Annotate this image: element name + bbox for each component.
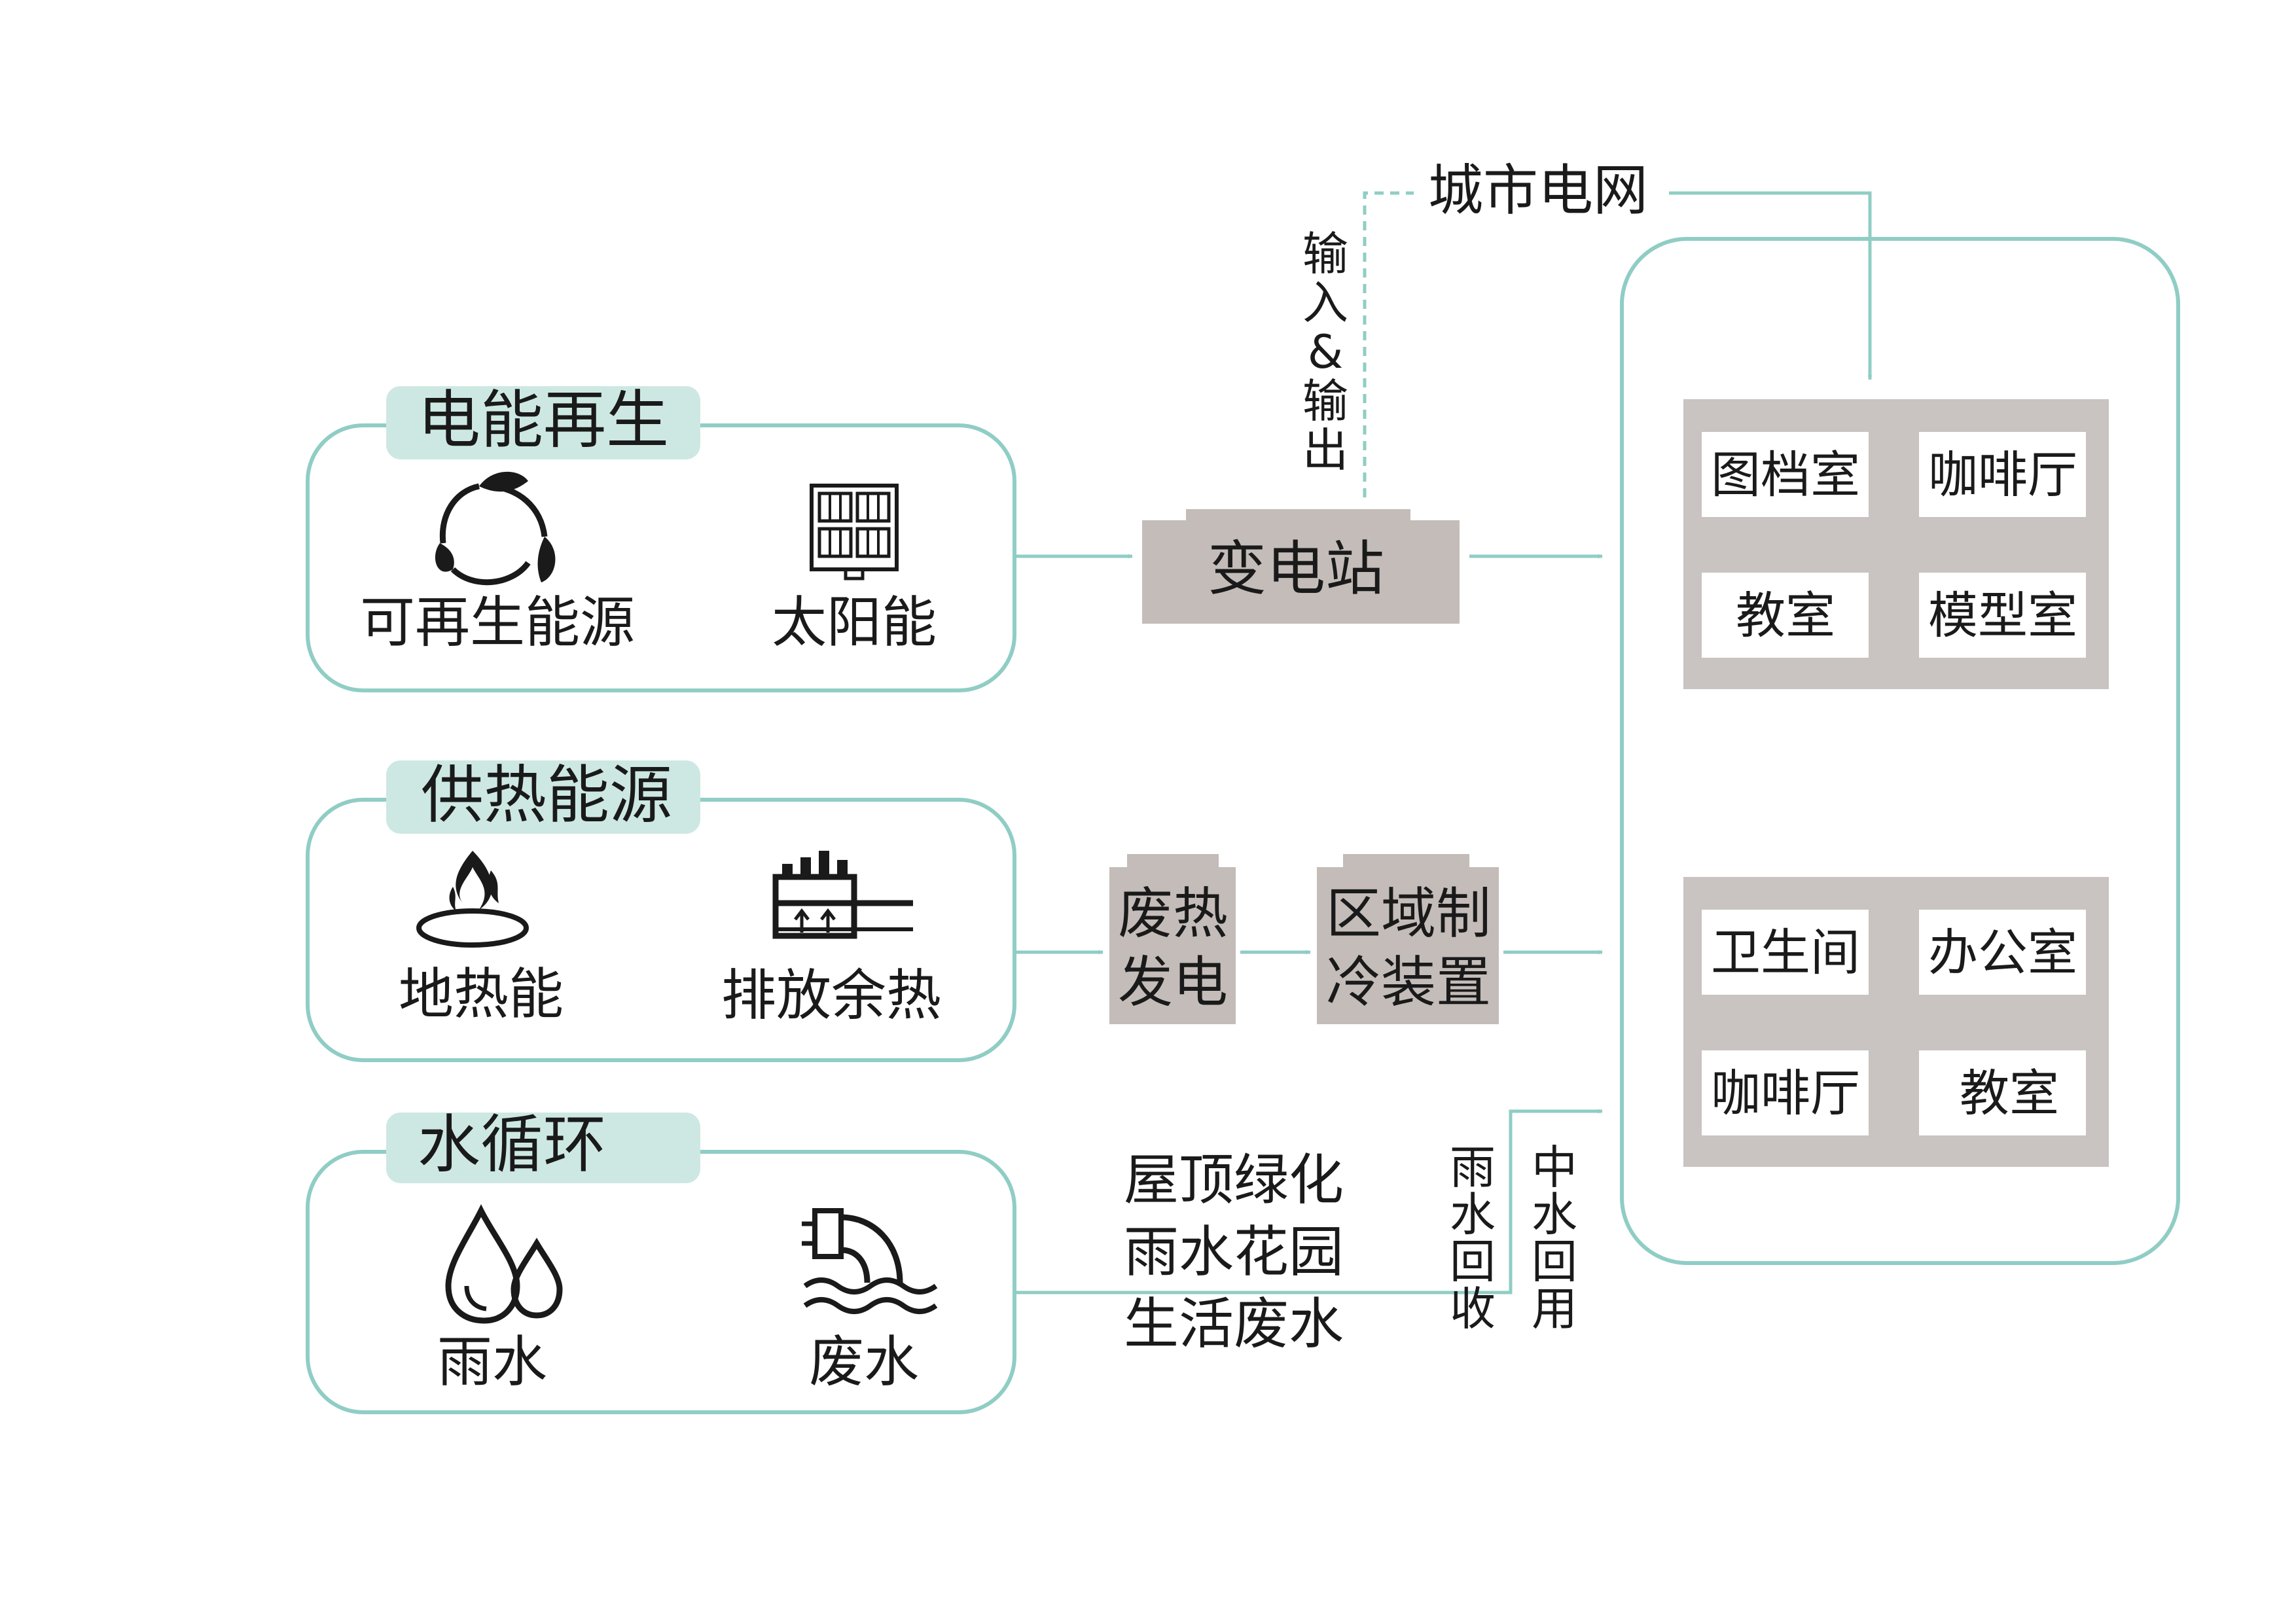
upper-room-panel: 图档室 咖啡厅 教室 模型室 [1683,399,2109,689]
city-grid-label: 城市电网 [1428,158,1648,223]
room-label: 图档室 [1711,446,1860,504]
io-char: 输 [1302,374,1348,428]
reclaimed-water-char: 水 [1532,1188,1577,1241]
building-frame [1620,237,2180,1265]
item-label: 地热能 [399,962,564,1026]
section-electric: 电能再生 可再生能源 太阳能 [306,383,1016,692]
section-title: 供热能源 [421,758,672,832]
io-char: & [1308,325,1344,379]
room-label: 教室 [1736,586,1835,645]
section-water: 水循环 雨水 废水 [306,1108,1016,1414]
section-title: 电能再生 [418,383,669,457]
section-heat: 供热能源 地热能 排放余热 [306,758,1016,1062]
room-label: 模型室 [1928,586,2077,645]
rain-recovery-char: 收 [1450,1282,1496,1336]
water-use-item: 生活废水 [1124,1292,1344,1356]
reclaimed-water-char: 回 [1532,1235,1577,1289]
rain-recovery-label: 雨 水 回 收 [1450,1141,1496,1336]
room-cell [1919,432,2086,517]
room-label: 卫生间 [1711,923,1860,982]
io-char: 入 [1302,276,1348,330]
geothermal-flame-icon [416,851,529,948]
district-cooling-box: 区域制 冷装置 [1317,854,1499,1024]
room-cell [1702,1050,1869,1135]
lower-room-panel: 卫生间 办公室 咖啡厅 教室 [1683,877,2109,1167]
item-label: 排放余热 [721,963,941,1027]
reclaimed-water-label: 中 水 回 用 [1532,1141,1577,1336]
item-label: 废水 [809,1330,919,1394]
city-grid-connection: 城市电网 输 入 & 输 出 [1302,158,1873,497]
district-cooling-label: 冷装置 [1326,950,1491,1014]
wastewater-pipe-icon [802,1208,938,1314]
room-cell [1919,910,2086,995]
io-char: 出 [1302,423,1348,477]
water-to-building-arrow [1016,1109,1603,1294]
room-label: 咖啡厅 [1928,446,2077,504]
recycle-leaves-icon [435,471,556,586]
reclaimed-water-char: 用 [1532,1282,1577,1336]
rain-recovery-char: 回 [1450,1235,1496,1289]
water-use-item: 屋顶绿化 [1124,1148,1344,1212]
waste-heat-power-box: 废热 发电 [1109,854,1236,1024]
section-title-tab [386,760,700,834]
substation-label: 变电站 [1208,535,1384,603]
factory-heat-icon [772,851,913,939]
waste-heat-power-label: 废热 [1118,882,1228,946]
waste-heat-power-label: 发电 [1118,950,1228,1014]
room-label: 办公室 [1928,923,2077,982]
io-vertical-label: 输 入 & 输 出 [1302,227,1348,477]
substation: 变电站 [1142,509,1460,624]
section-title: 水循环 [418,1108,606,1181]
rain-recovery-char: 雨 [1450,1141,1496,1194]
room-cell [1702,573,1869,658]
item-label: 雨水 [437,1330,547,1394]
building: 图档室 咖啡厅 教室 模型室 卫生间 办公室 咖啡厅 教室 [1620,237,2180,1265]
item-label: 可再生能源 [360,590,635,654]
district-cooling-label: 区域制 [1326,882,1491,946]
room-cell [1702,432,1869,517]
water-uses-list: 屋顶绿化 雨水花园 生活废水 [1124,1148,1344,1356]
room-cell [1919,1050,2086,1135]
water-use-item: 雨水花园 [1124,1220,1344,1284]
room-label: 教室 [1960,1064,2059,1122]
grid-to-building-arrow [1669,191,1873,380]
item-label: 太阳能 [772,590,937,654]
section-title-tab [386,386,700,459]
io-dashed-connector [1363,191,1414,497]
room-label: 咖啡厅 [1711,1064,1860,1122]
rain-recovery-char: 水 [1450,1188,1496,1241]
io-char: 输 [1302,227,1348,281]
room-cell [1702,910,1869,995]
reclaimed-water-char: 中 [1532,1141,1577,1194]
water-drops-icon [445,1204,563,1324]
section-title-tab [386,1113,700,1183]
room-cell [1919,573,2086,658]
solar-panel-icon [810,484,899,580]
